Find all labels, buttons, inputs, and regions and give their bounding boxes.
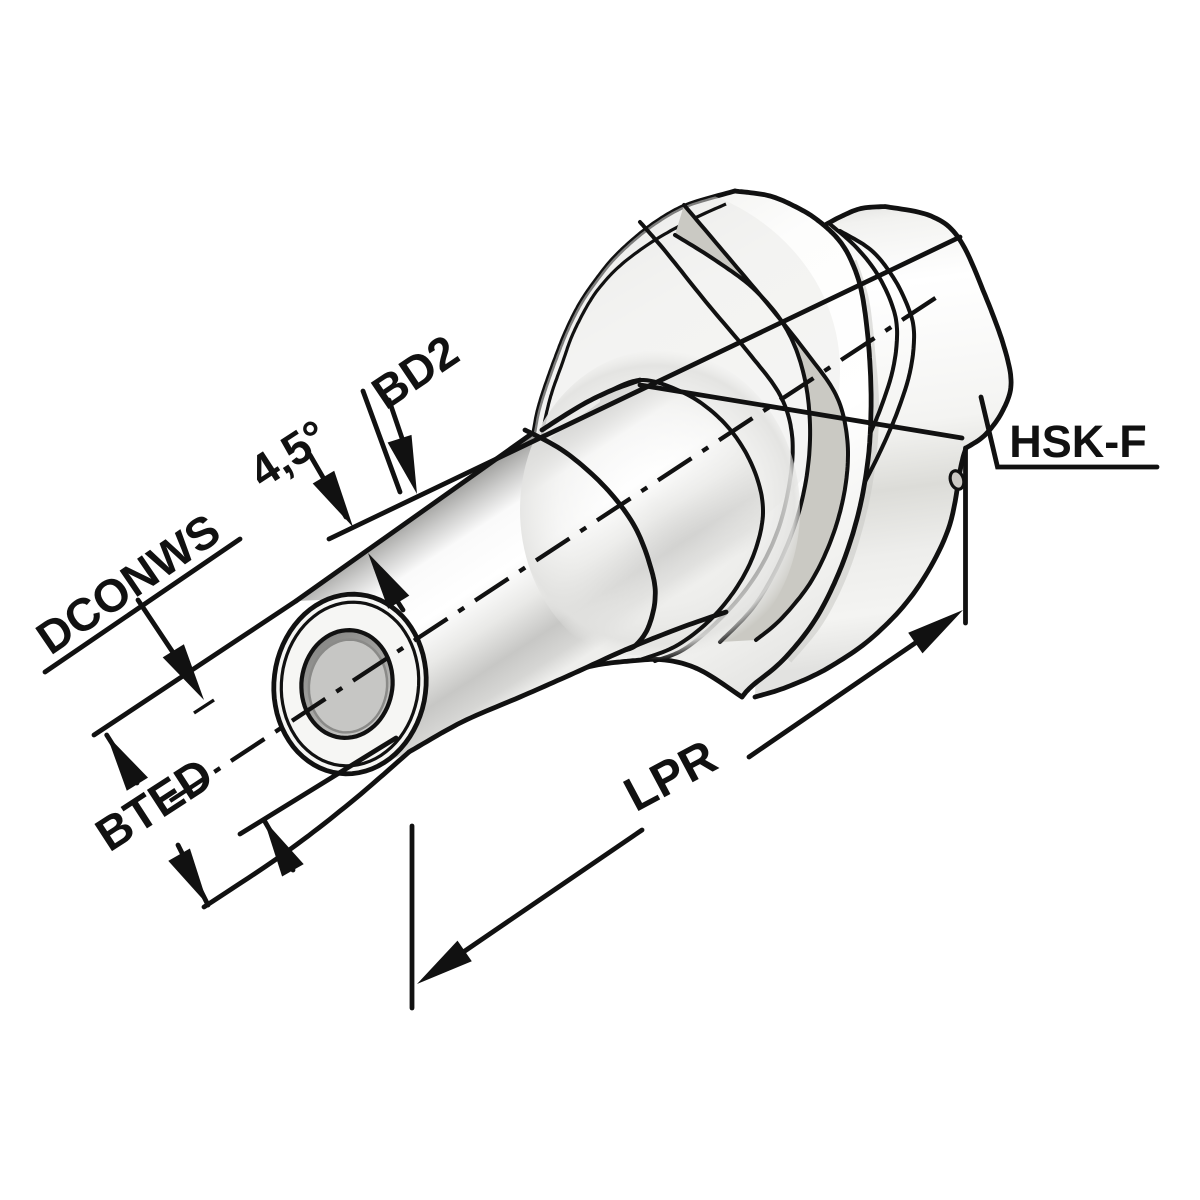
svg-text:HSK-F: HSK-F: [1009, 416, 1146, 467]
